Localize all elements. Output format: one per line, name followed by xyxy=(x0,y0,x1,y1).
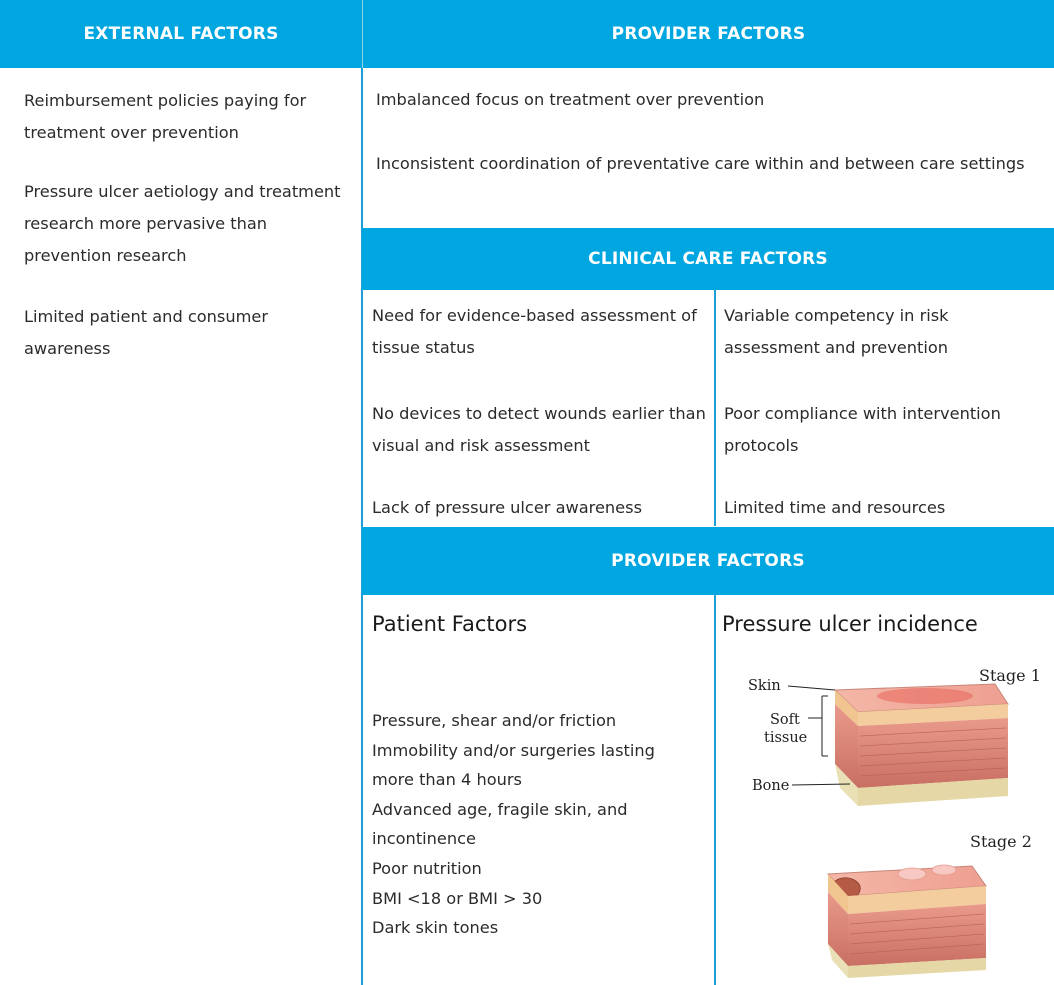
soft-label: Soft xyxy=(770,712,800,728)
patient-factors-list: Pressure, shear and/or friction Immobili… xyxy=(372,706,712,943)
patient-factor-line: Dark skin tones xyxy=(372,918,499,938)
patient-factor-line: Immobility and/or surgeries lasting xyxy=(372,740,655,760)
clinical-divider xyxy=(714,290,716,526)
tissue-label: tissue xyxy=(764,730,807,746)
external-item-3: Limited patient and consumer awareness xyxy=(24,307,268,358)
stage1-block xyxy=(833,683,1009,806)
clinical-right-item-2: Poor compliance with intervention protoc… xyxy=(724,404,1001,455)
patient-factors-title: Patient Factors xyxy=(372,612,528,636)
provider-factors-header: PROVIDER FACTORS xyxy=(362,0,1054,68)
provider-factors-header-2: PROVIDER FACTORS xyxy=(362,527,1054,595)
stage2-block xyxy=(826,864,987,978)
clinical-care-title: CLINICAL CARE FACTORS xyxy=(588,249,828,269)
external-item-1: Reimbursement policies paying for treatm… xyxy=(24,91,307,142)
provider-factors-title: PROVIDER FACTORS xyxy=(611,24,806,44)
patient-factor-line: Advanced age, fragile skin, and xyxy=(372,799,628,819)
pressure-ulcer-incidence-title: Pressure ulcer incidence xyxy=(722,612,978,636)
provider-item-1: Imbalanced focus on treatment over preve… xyxy=(376,90,765,109)
clinical-left-item-3: Lack of pressure ulcer awareness xyxy=(372,498,643,517)
patient-factor-line: Poor nutrition xyxy=(372,858,482,878)
patient-factor-line: more than 4 hours xyxy=(372,770,522,790)
pressure-ulcer-illustration: Stage 1 Skin Soft tissue Bone Stage 2 xyxy=(748,666,1041,978)
patient-factor-line: incontinence xyxy=(372,829,477,849)
external-item-2: Pressure ulcer aetiology and treatment r… xyxy=(24,182,341,265)
provider-factors-title-2: PROVIDER FACTORS xyxy=(611,551,805,571)
bottom-divider xyxy=(714,595,716,985)
clinical-right-item-3: Limited time and resources xyxy=(724,498,946,517)
provider-item-2: Inconsistent coordination of preventativ… xyxy=(376,154,1025,173)
clinical-left-item-2: No devices to detect wounds earlier than… xyxy=(372,404,706,455)
external-divider xyxy=(361,68,363,985)
bone-label: Bone xyxy=(752,778,789,794)
external-factors-title: EXTERNAL FACTORS xyxy=(83,24,279,44)
stage1-label: Stage 1 xyxy=(979,666,1041,685)
skin-label: Skin xyxy=(748,678,781,694)
patient-factor-line: BMI <18 or BMI > 30 xyxy=(372,888,543,908)
clinical-left-item-1: Need for evidence-based assessment of ti… xyxy=(372,306,697,357)
external-factors-header: EXTERNAL FACTORS xyxy=(0,0,362,68)
patient-factor-line: Pressure, shear and/or friction xyxy=(372,711,617,730)
clinical-care-header: CLINICAL CARE FACTORS xyxy=(362,228,1054,290)
clinical-right-item-1: Variable competency in risk assessment a… xyxy=(724,306,949,357)
stage2-label: Stage 2 xyxy=(970,832,1032,851)
